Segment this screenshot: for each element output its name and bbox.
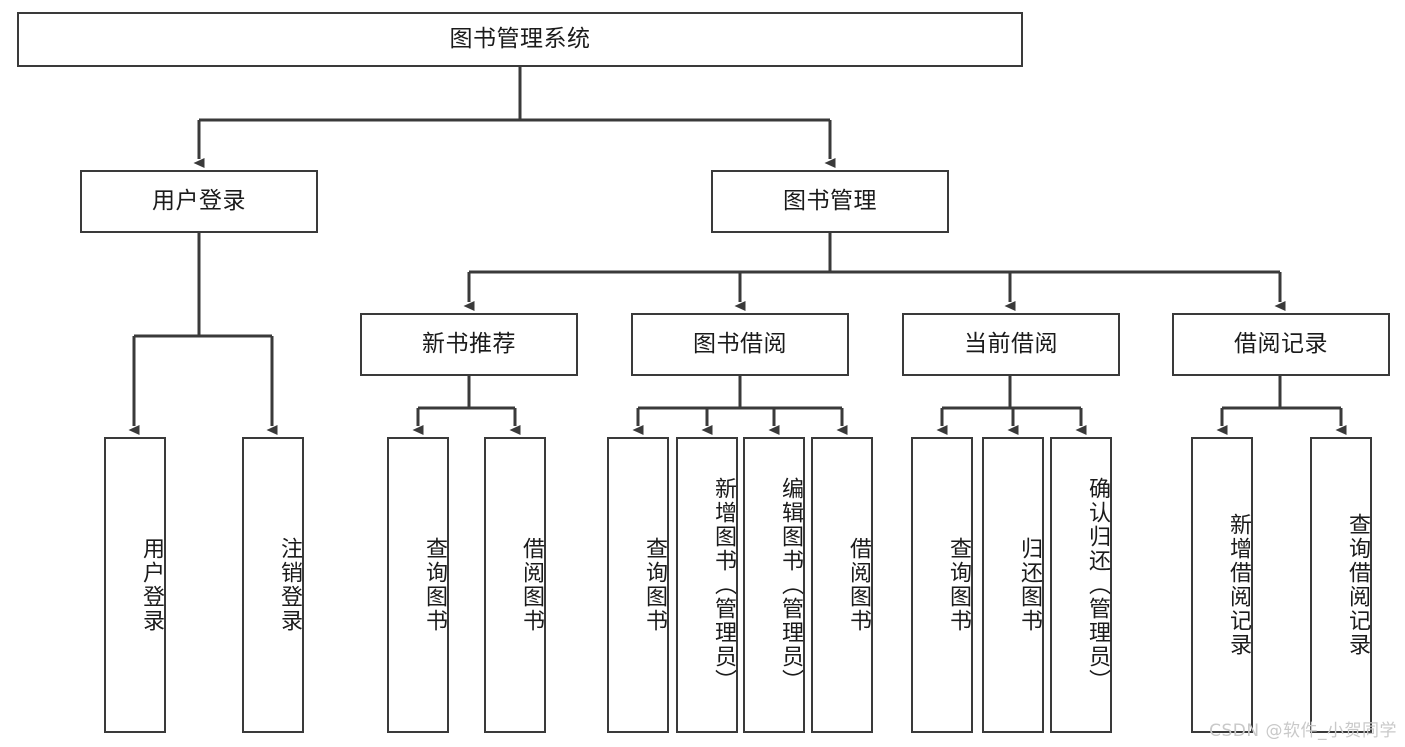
node-root-label: 图书管理系统 xyxy=(449,25,591,52)
node-root[interactable]: 图书管理系统 xyxy=(17,12,1023,67)
leaf-query-book-current-label: 查询图书 xyxy=(946,537,971,633)
leaf-add-book-admin-label: 新增图书（管理员） xyxy=(711,477,736,693)
node-book-borrow-label: 图书借阅 xyxy=(693,330,787,357)
node-current-borrow-label: 当前借阅 xyxy=(964,330,1058,357)
leaf-query-borrow-record-label: 查询借阅记录 xyxy=(1345,513,1370,657)
csdn-watermark: CSDN @软件_小贺同学 xyxy=(1209,721,1397,741)
leaf-add-borrow-record-label: 新增借阅记录 xyxy=(1226,513,1251,657)
leaf-query-book-borrow[interactable]: 查询图书 xyxy=(607,437,669,733)
leaf-user-login[interactable]: 用户登录 xyxy=(104,437,166,733)
leaf-borrow-book-recommend-label: 借阅图书 xyxy=(519,537,544,633)
leaf-user-login-label: 用户登录 xyxy=(139,537,164,633)
leaf-return-book[interactable]: 归还图书 xyxy=(982,437,1044,733)
node-borrow-record[interactable]: 借阅记录 xyxy=(1172,313,1390,376)
leaf-confirm-return-admin[interactable]: 确认归还（管理员） xyxy=(1050,437,1112,733)
node-current-borrow[interactable]: 当前借阅 xyxy=(902,313,1120,376)
node-book-borrow[interactable]: 图书借阅 xyxy=(631,313,849,376)
leaf-query-book-current[interactable]: 查询图书 xyxy=(911,437,973,733)
leaf-borrow-book-label: 借阅图书 xyxy=(846,537,871,633)
leaf-logout-label: 注销登录 xyxy=(277,537,302,633)
leaf-edit-book-admin[interactable]: 编辑图书（管理员） xyxy=(743,437,805,733)
leaf-return-book-label: 归还图书 xyxy=(1017,537,1042,633)
leaf-edit-book-admin-label: 编辑图书（管理员） xyxy=(778,477,803,693)
leaf-confirm-return-admin-label: 确认归还（管理员） xyxy=(1085,477,1110,693)
node-new-book-recommend-label: 新书推荐 xyxy=(422,330,516,357)
leaf-add-book-admin[interactable]: 新增图书（管理员） xyxy=(676,437,738,733)
leaf-query-book-recommend-label: 查询图书 xyxy=(422,537,447,633)
leaf-query-book-recommend[interactable]: 查询图书 xyxy=(387,437,449,733)
leaf-query-book-borrow-label: 查询图书 xyxy=(642,537,667,633)
node-user-login[interactable]: 用户登录 xyxy=(80,170,318,233)
leaf-query-borrow-record[interactable]: 查询借阅记录 xyxy=(1310,437,1372,733)
leaf-add-borrow-record[interactable]: 新增借阅记录 xyxy=(1191,437,1253,733)
node-book-management[interactable]: 图书管理 xyxy=(711,170,949,233)
node-user-login-label: 用户登录 xyxy=(152,187,246,214)
leaf-borrow-book[interactable]: 借阅图书 xyxy=(811,437,873,733)
node-new-book-recommend[interactable]: 新书推荐 xyxy=(360,313,578,376)
node-book-management-label: 图书管理 xyxy=(783,187,877,214)
node-borrow-record-label: 借阅记录 xyxy=(1234,330,1328,357)
leaf-borrow-book-recommend[interactable]: 借阅图书 xyxy=(484,437,546,733)
leaf-logout[interactable]: 注销登录 xyxy=(242,437,304,733)
